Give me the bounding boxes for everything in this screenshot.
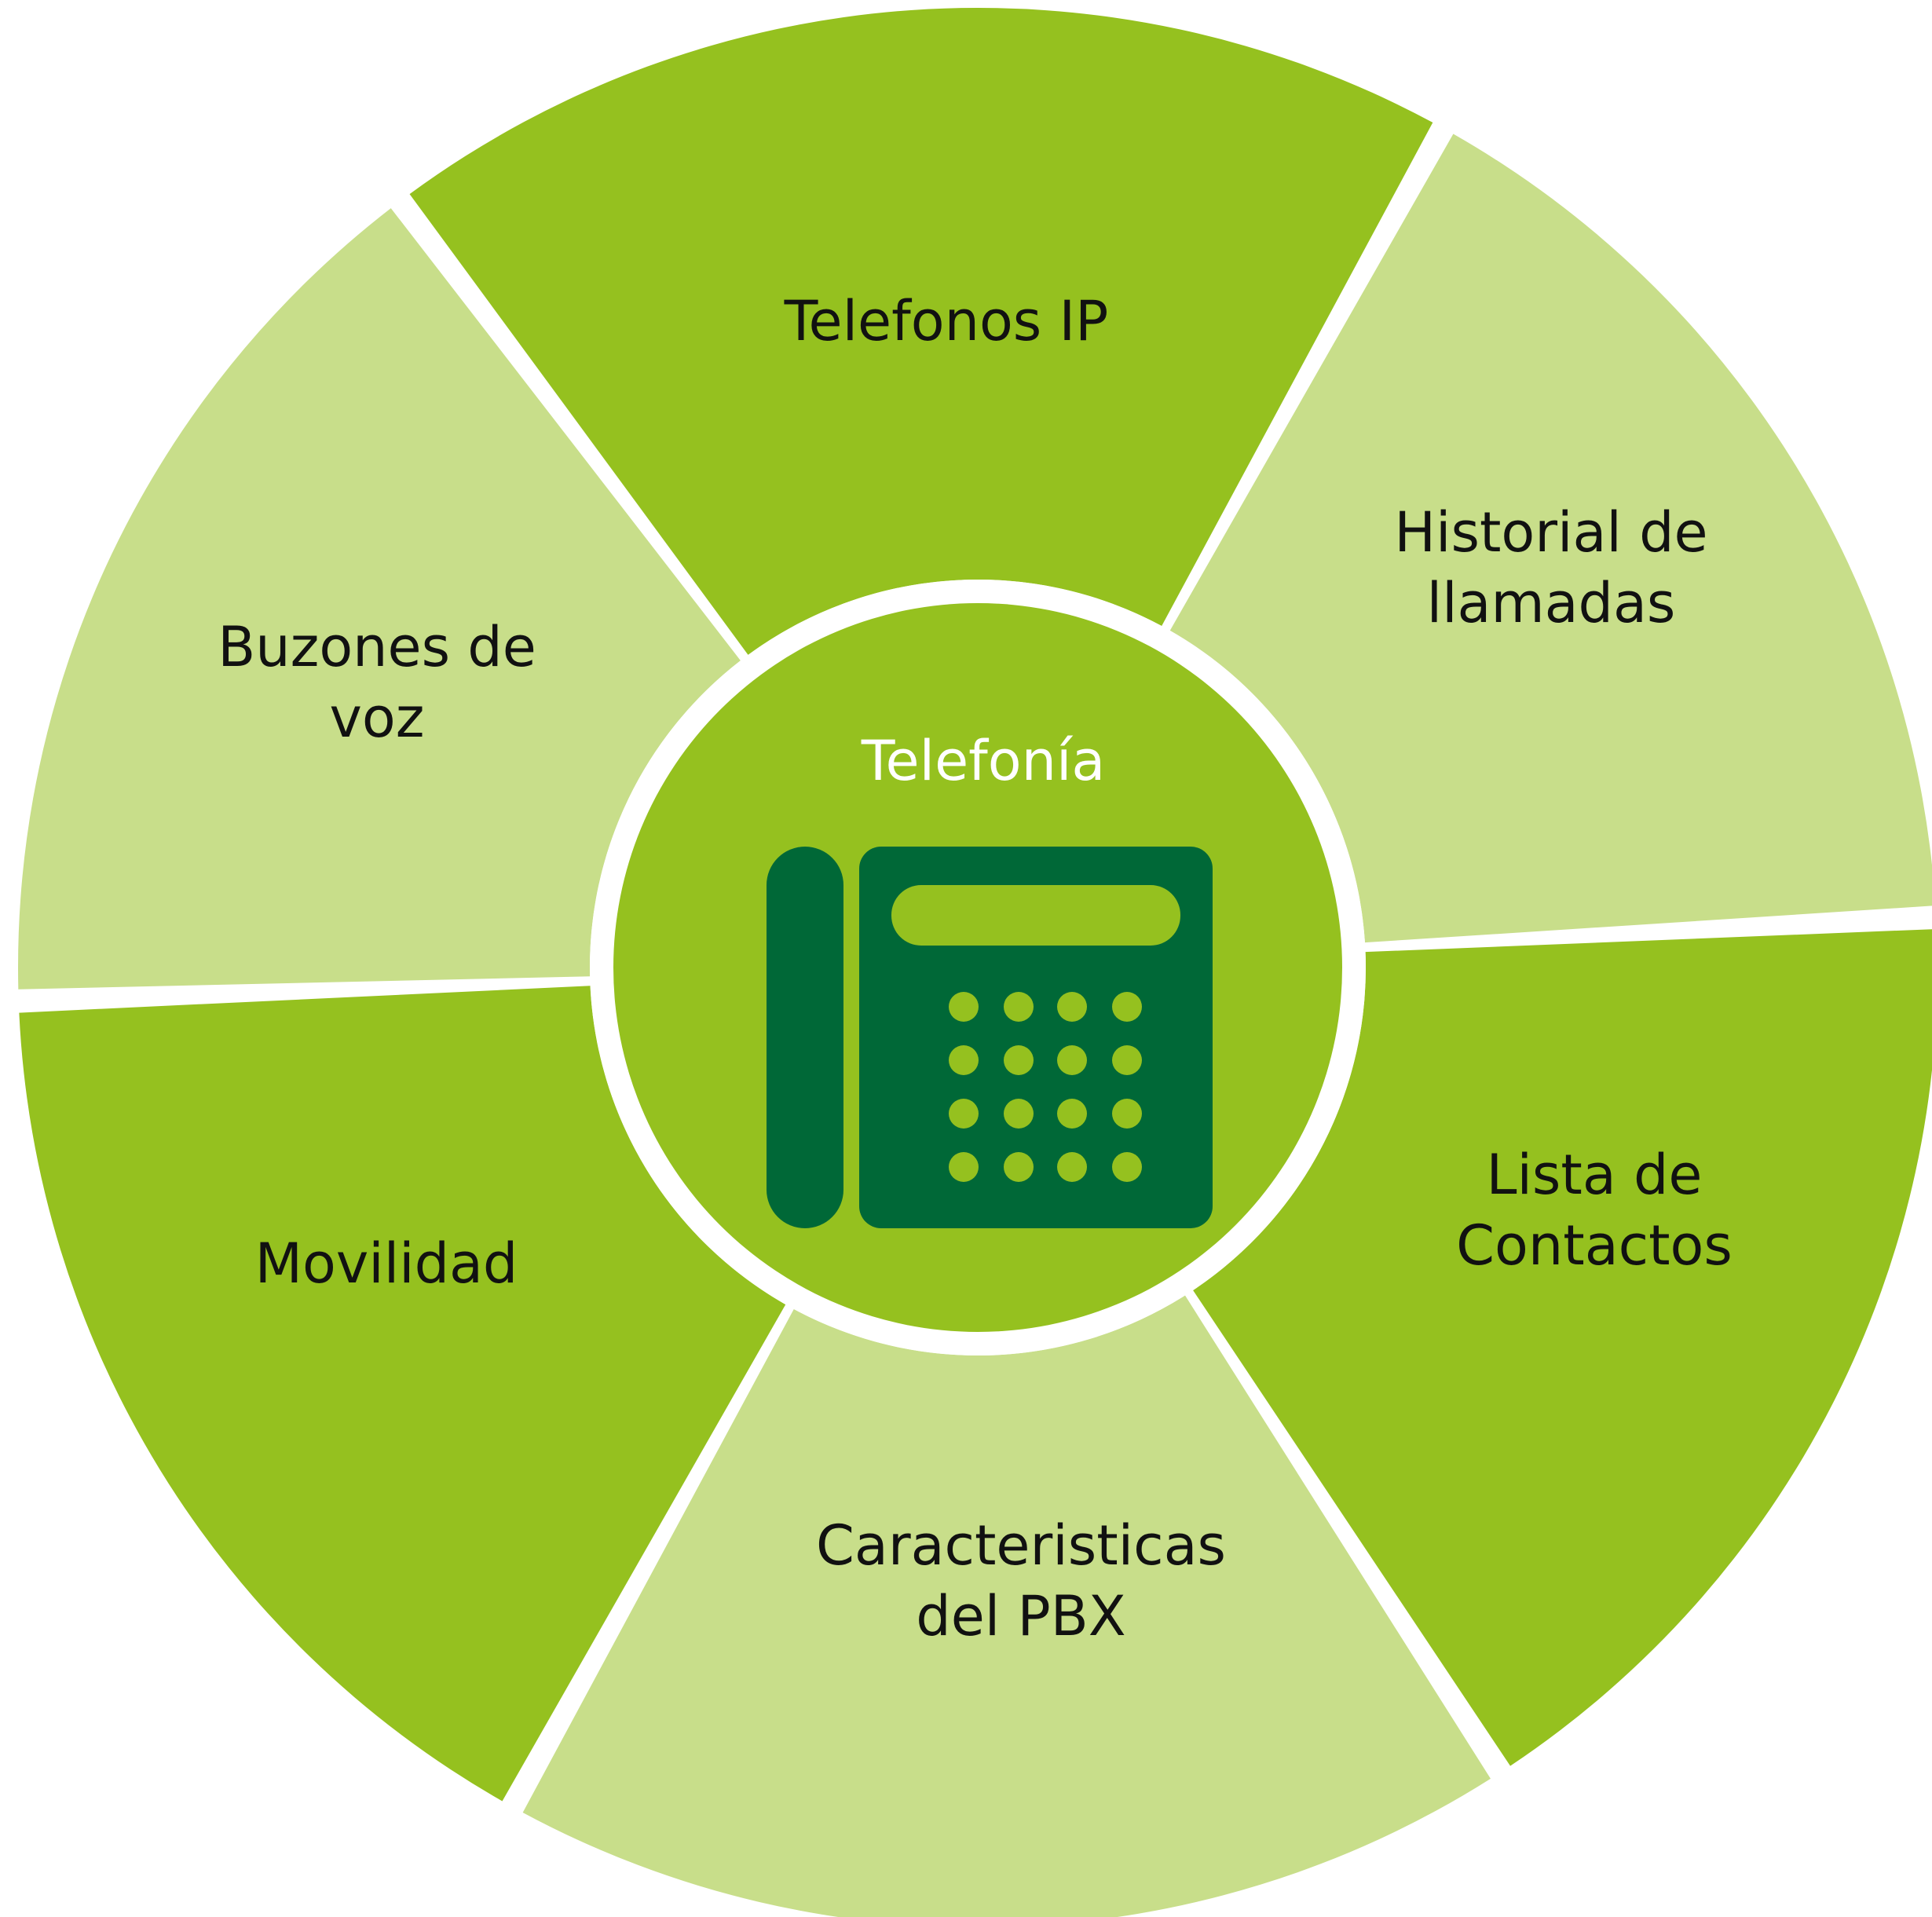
phone-handset: [767, 847, 843, 1228]
segment-telefonos-ip: [409, 7, 1433, 655]
keypad-key: [1004, 1045, 1034, 1075]
segment-lista-contactos-label-line: Contactos: [1456, 1213, 1733, 1278]
ring-segments: [17, 7, 1932, 1917]
keypad-key: [1057, 1099, 1087, 1129]
segment-lista-contactos-label-line: Lista de: [1486, 1143, 1702, 1207]
keypad-key: [1057, 992, 1087, 1022]
keypad-key: [949, 1099, 979, 1129]
segment-lista-contactos: [1193, 929, 1932, 1766]
segment-caracteristicas-pbx: [522, 1295, 1491, 1917]
keypad-key: [949, 992, 979, 1022]
segment-caracteristicas-pbx-label-line: Caracteristicas: [816, 1513, 1226, 1578]
keypad-key: [1004, 992, 1034, 1022]
segment-telefonos-ip-label: Telefonos IP: [784, 289, 1109, 353]
keypad-key: [1112, 1152, 1142, 1182]
segment-historial-llamadas-label-line: llamadas: [1427, 571, 1676, 635]
segment-movilidad-label-line: Movilidad: [255, 1231, 518, 1296]
keypad-key: [1004, 1152, 1034, 1182]
phone-display: [891, 885, 1180, 946]
segment-movilidad: [19, 986, 786, 1802]
segment-historial-llamadas: [1169, 134, 1932, 943]
center-title: Telefonía: [861, 729, 1106, 793]
segment-buzones-voz-label: Buzones de voz: [218, 615, 536, 750]
segment-telefonos-ip-label-line: Telefonos IP: [784, 289, 1109, 353]
segment-buzones-voz-label-line: Buzones de: [218, 615, 536, 679]
segment-movilidad-label: Movilidad: [255, 1231, 518, 1296]
keypad-key: [1112, 1045, 1142, 1075]
keypad-key: [1057, 1152, 1087, 1182]
segment-buzones-voz-label-line: voz: [330, 686, 425, 750]
desk-phone-icon: [767, 847, 1213, 1228]
keypad-key: [1057, 1045, 1087, 1075]
segment-caracteristicas-pbx-label-line: del PBX: [916, 1584, 1125, 1648]
keypad-key: [949, 1045, 979, 1075]
segment-historial-llamadas-label-line: Historial de: [1394, 500, 1707, 565]
keypad-key: [1112, 1099, 1142, 1129]
phone-keypad: [949, 992, 1142, 1182]
keypad-key: [949, 1152, 979, 1182]
keypad-key: [1004, 1099, 1034, 1129]
keypad-key: [1112, 992, 1142, 1022]
segment-buzones-voz: [17, 208, 741, 990]
